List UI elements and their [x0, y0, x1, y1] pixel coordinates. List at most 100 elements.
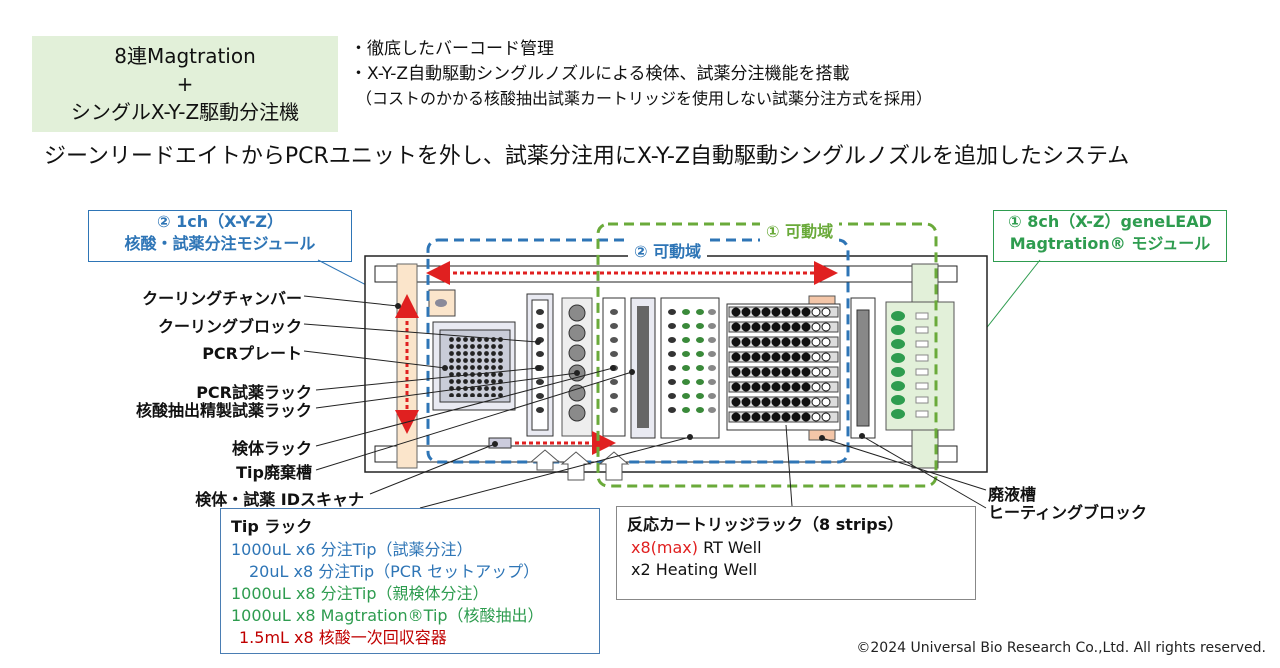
- cartridge-well: [821, 307, 831, 317]
- cartridge-well: [751, 382, 761, 392]
- cartridge-well: [801, 307, 811, 317]
- cartridge-rt-label: RT Well: [698, 538, 762, 557]
- tip-row: 1000uL x8 Magtration®Tip（核酸抽出）: [231, 606, 544, 625]
- label-tip-waste: Tip廃棄槽: [236, 463, 312, 482]
- cartridge-well: [811, 367, 821, 377]
- label-cooling-chamber: クーリングチャンバー: [142, 289, 302, 308]
- cartridge-well: [791, 382, 801, 392]
- subtitle: ジーンリードエイトからPCRユニットを外し、試薬分注用にX-Y-Z自動駆動シング…: [44, 144, 1130, 169]
- label-pcr-reagent-rack: PCR試薬ラック: [196, 383, 312, 402]
- pcr-plate: [447, 335, 503, 397]
- cartridge-well: [751, 412, 761, 422]
- cartridge-well: [731, 397, 741, 407]
- area-magtration-boundary: [596, 222, 938, 488]
- cartridge-strips: [728, 306, 839, 423]
- cartridge-well: [741, 322, 751, 332]
- cartridge-well: [821, 397, 831, 407]
- cartridge-well: [771, 322, 781, 332]
- module-magtration-line1: ① 8ch（X-Z）geneLEAD: [1008, 212, 1212, 231]
- cartridge-well: [771, 382, 781, 392]
- cartridge-well: [751, 322, 761, 332]
- cartridge-well: [741, 352, 751, 362]
- cartridge-well: [731, 352, 741, 362]
- module-xyz-callout: ② 1ch（X-Y-Z） 核酸・試薬分注モジュール: [88, 210, 352, 262]
- cartridge-well: [821, 322, 831, 332]
- tip-rack-box: Tip ラック 1000uL x6 分注Tip（試薬分注） 20uL x8 分注…: [220, 508, 600, 654]
- cartridge-well: [781, 322, 791, 332]
- cartridge-well: [761, 307, 771, 317]
- cartridge-well: [731, 307, 741, 317]
- cartridge-well: [781, 397, 791, 407]
- cartridge-well: [791, 352, 801, 362]
- label-heating-block: ヒーティングブロック: [988, 503, 1148, 522]
- cartridge-well: [741, 367, 751, 377]
- title-line-2: +: [176, 72, 194, 96]
- cartridge-well: [761, 397, 771, 407]
- cartridge-well: [791, 307, 801, 317]
- cartridge-well: [781, 307, 791, 317]
- cartridge-well: [761, 352, 771, 362]
- cartridge-well: [821, 352, 831, 362]
- cartridge-well: [761, 412, 771, 422]
- cartridge-well: [761, 337, 771, 347]
- cartridge-well: [731, 367, 741, 377]
- cartridge-well: [791, 397, 801, 407]
- cartridge-well: [761, 367, 771, 377]
- cartridge-row-heating: x2 Heating Well: [631, 560, 758, 579]
- cartridge-well: [811, 397, 821, 407]
- cartridge-well: [741, 382, 751, 392]
- cartridge-row-rt: x8(max) RT Well: [631, 537, 975, 559]
- cartridge-well: [741, 307, 751, 317]
- tip-row: 20uL x8 分注Tip（PCR セットアップ）: [249, 562, 540, 581]
- label-cooling-block: クーリングブロック: [157, 317, 302, 336]
- cartridge-rt-count: x8(max): [631, 538, 698, 557]
- bottom-rail: [374, 445, 958, 463]
- tip-row: 1000uL x8 分注Tip（親検体分注）: [231, 584, 489, 603]
- cartridge-well: [821, 382, 831, 392]
- cartridge-well: [811, 307, 821, 317]
- cartridge-well: [791, 412, 801, 422]
- cartridge-well: [801, 382, 811, 392]
- cartridge-well: [781, 367, 791, 377]
- cartridge-well: [801, 352, 811, 362]
- cartridge-well: [801, 322, 811, 332]
- cartridge-well: [821, 367, 831, 377]
- cartridge-well: [781, 382, 791, 392]
- cartridge-well: [771, 397, 781, 407]
- title-box: 8連Magtration + シングルX-Y-Z駆動分注機: [32, 36, 338, 132]
- module-magtration-callout: ① 8ch（X-Z）geneLEAD Magtration® モジュール: [993, 210, 1227, 262]
- area-xyz-label: ② 可動域: [628, 238, 708, 262]
- cartridge-well: [781, 337, 791, 347]
- cartridge-box: 反応カートリッジラック（8 strips） x8(max) RT Well x2…: [616, 506, 976, 600]
- cartridge-well: [791, 322, 801, 332]
- module-xyz-line1: ② 1ch（X-Y-Z）: [157, 212, 283, 231]
- title-line-3: シングルX-Y-Z駆動分注機: [70, 100, 300, 124]
- cartridge-well: [731, 412, 741, 422]
- feature-3: （コストのかかる核酸抽出試薬カートリッジを使用しない試薬分注方式を採用）: [356, 89, 933, 108]
- feature-1: ・徹底したバーコード管理: [350, 39, 554, 59]
- cartridge-well: [771, 412, 781, 422]
- label-pcr-plate: PCRプレート: [202, 344, 302, 363]
- cartridge-well: [821, 412, 831, 422]
- label-extraction-rack: 核酸抽出精製試薬ラック: [135, 401, 312, 420]
- magtration-head: [885, 301, 955, 431]
- cartridge-well: [771, 307, 781, 317]
- cartridge-well: [801, 397, 811, 407]
- copyright: ©2024 Universal Bio Research Co.,Ltd. Al…: [856, 640, 1266, 656]
- cartridge-well: [751, 367, 761, 377]
- cartridge-well: [791, 337, 801, 347]
- cartridge-well: [751, 352, 761, 362]
- tip-row: 1.5mL x8 核酸一次回収容器: [239, 628, 447, 647]
- cartridge-well: [731, 337, 741, 347]
- cartridge-well: [811, 412, 821, 422]
- cartridge-well: [741, 412, 751, 422]
- module-xyz-line2: 核酸・試薬分注モジュール: [124, 234, 316, 253]
- label-sample-rack: 検体ラック: [231, 439, 312, 458]
- cartridge-well: [761, 322, 771, 332]
- cartridge-well: [791, 367, 801, 377]
- cartridge-well: [801, 337, 811, 347]
- cartridge-well: [811, 322, 821, 332]
- cartridge-title: 反応カートリッジラック（8 strips）: [627, 515, 904, 534]
- module-magtration-line2: Magtration® モジュール: [1009, 234, 1211, 253]
